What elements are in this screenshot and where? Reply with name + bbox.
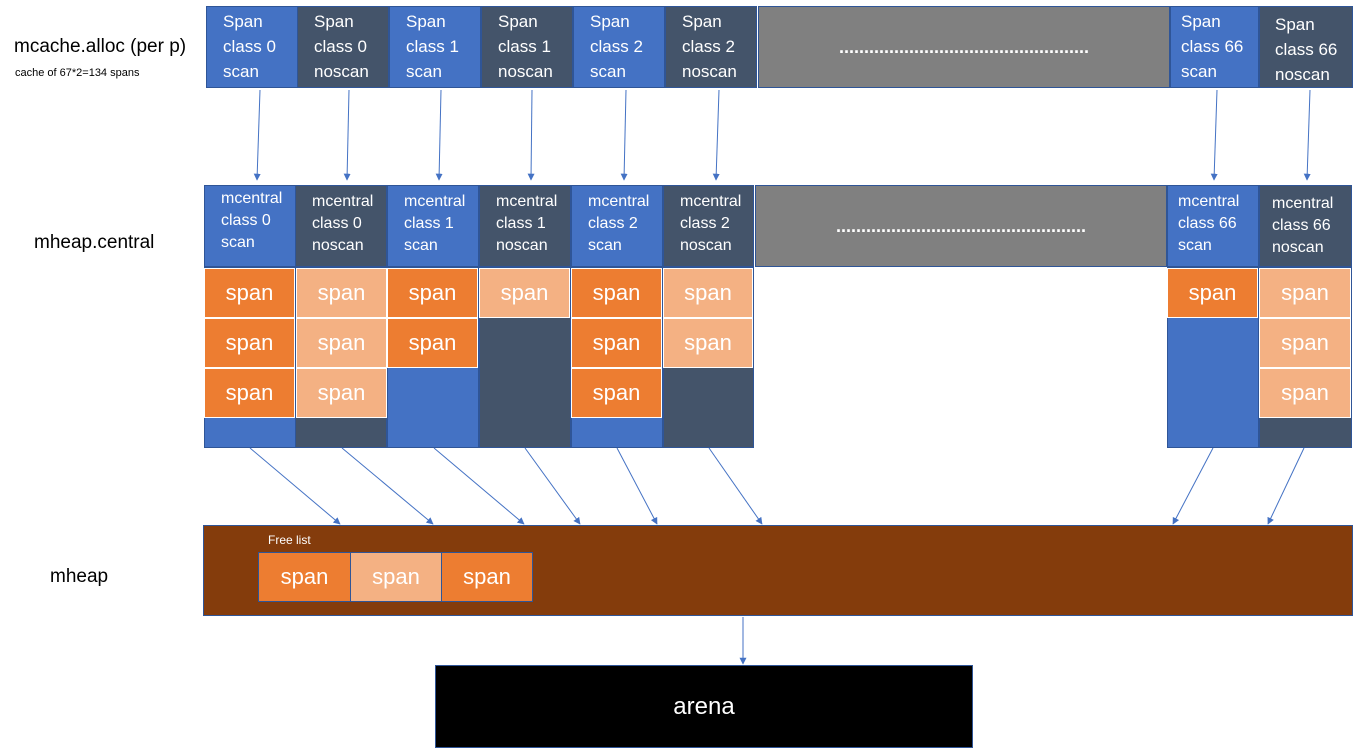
arrow-mheap-5 — [616, 447, 658, 525]
arrow-mheap-7 — [1172, 447, 1214, 525]
span-c0n-1: span — [296, 268, 387, 318]
span-c2s-2: span — [571, 318, 662, 368]
span-c66n-2: span — [1259, 318, 1351, 368]
span-c0n-3: span — [296, 368, 387, 418]
arrow-mheap-2 — [341, 447, 434, 525]
span-c0s-2: span — [204, 318, 295, 368]
span-c2n-2: span — [663, 318, 753, 368]
arrow-mcache-c66n — [1303, 89, 1311, 181]
arrow-mcache-c2s — [620, 89, 628, 181]
mheap-label: mheap — [50, 566, 109, 587]
mcentral-ellipsis-block: ........................................… — [755, 185, 1167, 267]
span-c0s-1: span — [204, 268, 295, 318]
arrow-mcache-c0n — [343, 89, 351, 181]
arrow-mcache-c1s — [435, 89, 443, 181]
mcache-sublabel: cache of 67*2=134 spans — [15, 67, 140, 79]
free-list-label: Free list — [268, 533, 311, 547]
arrow-mheap-1 — [249, 447, 341, 525]
arrow-mheap-4 — [524, 447, 581, 525]
arrow-mheap-3 — [433, 447, 525, 525]
span-c0n-2: span — [296, 318, 387, 368]
arena-block: arena — [435, 665, 973, 748]
span-c2s-1: span — [571, 268, 662, 318]
mcache-ellipsis-block: ........................................… — [758, 6, 1170, 88]
arrow-mcache-c66s — [1210, 89, 1218, 181]
arrow-mheap-8 — [1267, 447, 1305, 525]
arrow-mcache-c0s — [253, 89, 261, 181]
mcache-label: mcache.alloc (per p) — [14, 36, 187, 57]
arrow-mcache-c2n — [712, 89, 720, 181]
span-c2n-1: span — [663, 268, 753, 318]
span-c66n-1: span — [1259, 268, 1351, 318]
free-list-span-2: span — [350, 552, 442, 602]
free-list-span-3: span — [441, 552, 533, 602]
mheap-central-label: mheap.central — [34, 232, 155, 253]
span-c0s-3: span — [204, 368, 295, 418]
span-c1s-2: span — [387, 318, 478, 368]
arrow-mheap-6 — [708, 447, 763, 525]
free-list-span-1: span — [258, 552, 351, 602]
mcache-ellipsis: ........................................… — [838, 36, 1090, 57]
span-c1n-1: span — [479, 268, 570, 318]
mcentral-ellipsis: ........................................… — [835, 215, 1087, 236]
span-c1s-1: span — [387, 268, 478, 318]
span-c66n-3: span — [1259, 368, 1351, 418]
arrow-mcache-c1n — [527, 89, 535, 181]
span-c66s-1: span — [1167, 268, 1258, 318]
span-c2s-3: span — [571, 368, 662, 418]
